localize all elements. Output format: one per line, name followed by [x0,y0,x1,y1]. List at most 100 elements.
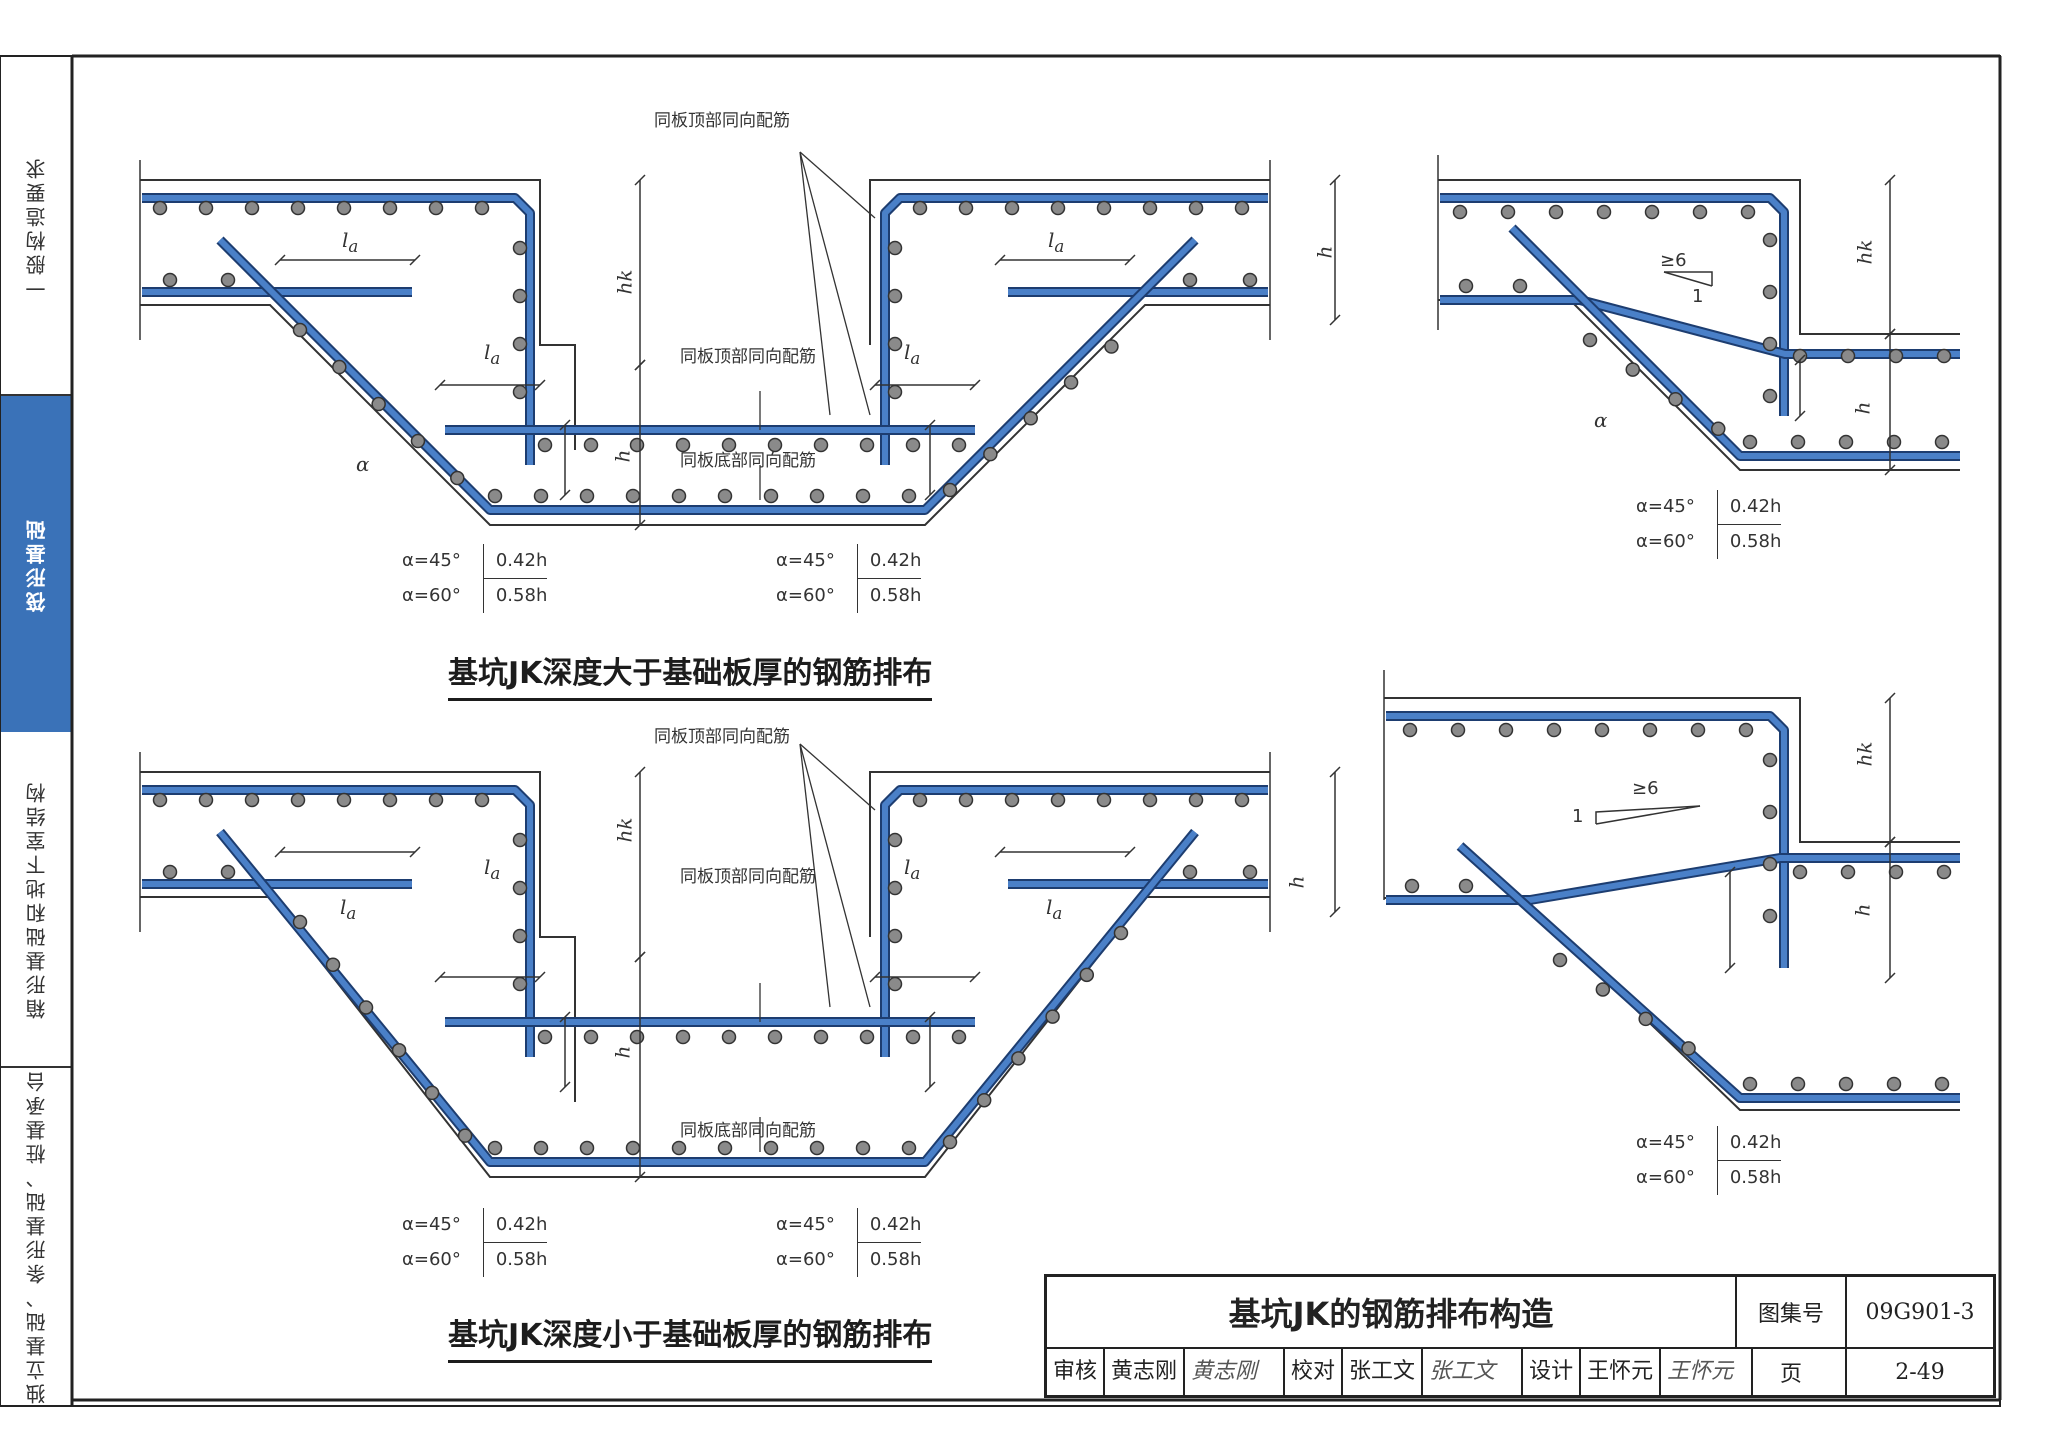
dimension-tick [924,1011,936,1023]
rebar-dot [1113,925,1129,941]
alpha-table: α=45°0.42h α=60°0.58h [402,1208,548,1277]
leader-line [799,151,871,416]
rebar-dot [537,437,553,453]
rebar-dot [1792,864,1808,880]
rebar-dot [371,396,386,412]
rebar-dot [1182,864,1198,880]
rebar-outline [1456,842,1960,1103]
atlas-number: 09G901-3 [1847,1277,1993,1349]
rebar-dot [292,322,308,338]
rebar-dot [1552,952,1568,968]
rebar-dot [887,336,903,352]
rebar-dot [382,200,398,216]
dim-h: h [1312,245,1337,259]
dim-h: h [1850,401,1875,415]
rebar-dot [487,488,503,504]
note-top-same-4: 同板顶部同向配筋 [680,867,816,887]
rebar-dot [220,864,236,880]
checker-name: 张工文 [1343,1349,1424,1395]
rebar-dot [625,1140,641,1156]
rebar-dot [1742,434,1758,450]
rebar-dot [1450,722,1466,738]
rebar-dot [512,976,528,992]
rebar-outline [1386,711,1789,968]
rebar-dot [901,1140,917,1156]
dimension-tick [1329,766,1341,778]
rebar-dot [474,792,490,808]
rebar-dot [887,384,903,400]
rebar-dot [162,272,178,288]
rebar-dot [1738,722,1754,738]
side-tab-box-foundation[interactable]: 箱形基础和地下室结构 [0,732,72,1068]
rebar-dot [1142,200,1158,216]
rebar-dot [382,792,398,808]
rebar-dot [629,1029,645,1045]
dimension-tick [409,254,421,266]
rebar-dot [859,1029,875,1045]
rebar-dot [1790,434,1806,450]
side-tab-general[interactable]: 一般构造要求 [0,60,72,396]
slope-ge6: ≥6 [1632,778,1659,799]
note-top-same-3: 同板顶部同向配筋 [654,727,790,747]
rebar-dot [512,880,528,896]
rebar-dot [1888,864,1904,880]
rebar [882,195,1268,465]
rebar-dot [887,928,903,944]
rebar-dot [976,1092,992,1108]
rebar-dot [721,437,737,453]
leader-line [799,151,876,219]
rebar-dot [717,488,733,504]
rebar-dot [1594,722,1610,738]
rebar-dot [512,832,528,848]
rebar-dot [244,200,260,216]
rebar-dot [1242,272,1258,288]
side-tab-raft-foundation[interactable]: 筏形基础 [0,396,72,732]
dimension-tick [534,971,546,983]
rebar-dot [958,792,974,808]
rebar-dot [358,1000,374,1015]
dimension-tick [924,489,936,501]
dim-h: h [1850,903,1875,917]
dimension-tick [994,846,1006,858]
dim-la: la [342,228,359,256]
alpha-table: α=45°0.42h α=60°0.58h [402,544,548,613]
rebar-dot [912,792,928,808]
rebar-dot [450,470,465,486]
dimension-tick [1794,410,1806,422]
dimension-tick [559,1081,571,1093]
atlas-label: 图集号 [1737,1277,1847,1349]
page-number: 2-49 [1895,1359,1945,1385]
rebar-dot [1512,278,1528,294]
rebar-dot [905,437,921,453]
dim-alpha: α [356,452,370,476]
rebar-outline [880,193,1268,465]
designer-signature: 王怀元 [1661,1349,1754,1395]
alpha-table: α=45°0.42h α=60°0.58h [776,544,922,613]
rebar-dot [675,437,691,453]
rebar-dot [428,792,444,808]
dimension-tick [634,359,646,371]
rebar-dot [512,240,528,256]
dimension-tick [1884,174,1896,186]
dimension-tick [969,379,981,391]
concrete-outline [140,771,576,1102]
rebar-dot [721,1029,737,1045]
rebar-dot [424,1085,440,1101]
rebar-dot [1050,200,1066,216]
rebar-dot [625,488,641,504]
rebar-dot [1050,792,1066,808]
reviewer-signature: 黄志刚 [1185,1349,1286,1395]
rebar-dot [487,1140,503,1156]
dim-la: la [904,340,921,368]
design-label: 设计 [1523,1349,1582,1395]
alpha-table: α=45°0.42h α=60°0.58h [1636,490,1782,559]
dimension-tick [634,519,646,531]
upper-left-detail [139,151,1341,531]
rebar-dot [336,792,352,808]
rebar-dot [958,200,974,216]
rebar-dot [1188,792,1204,808]
caption-lower: 基坑JK深度小于基础板厚的钢筋排布 [448,1310,933,1363]
rebar-dot [1104,339,1119,354]
dimension-tick [559,1011,571,1023]
concrete-outline [1384,697,1960,843]
